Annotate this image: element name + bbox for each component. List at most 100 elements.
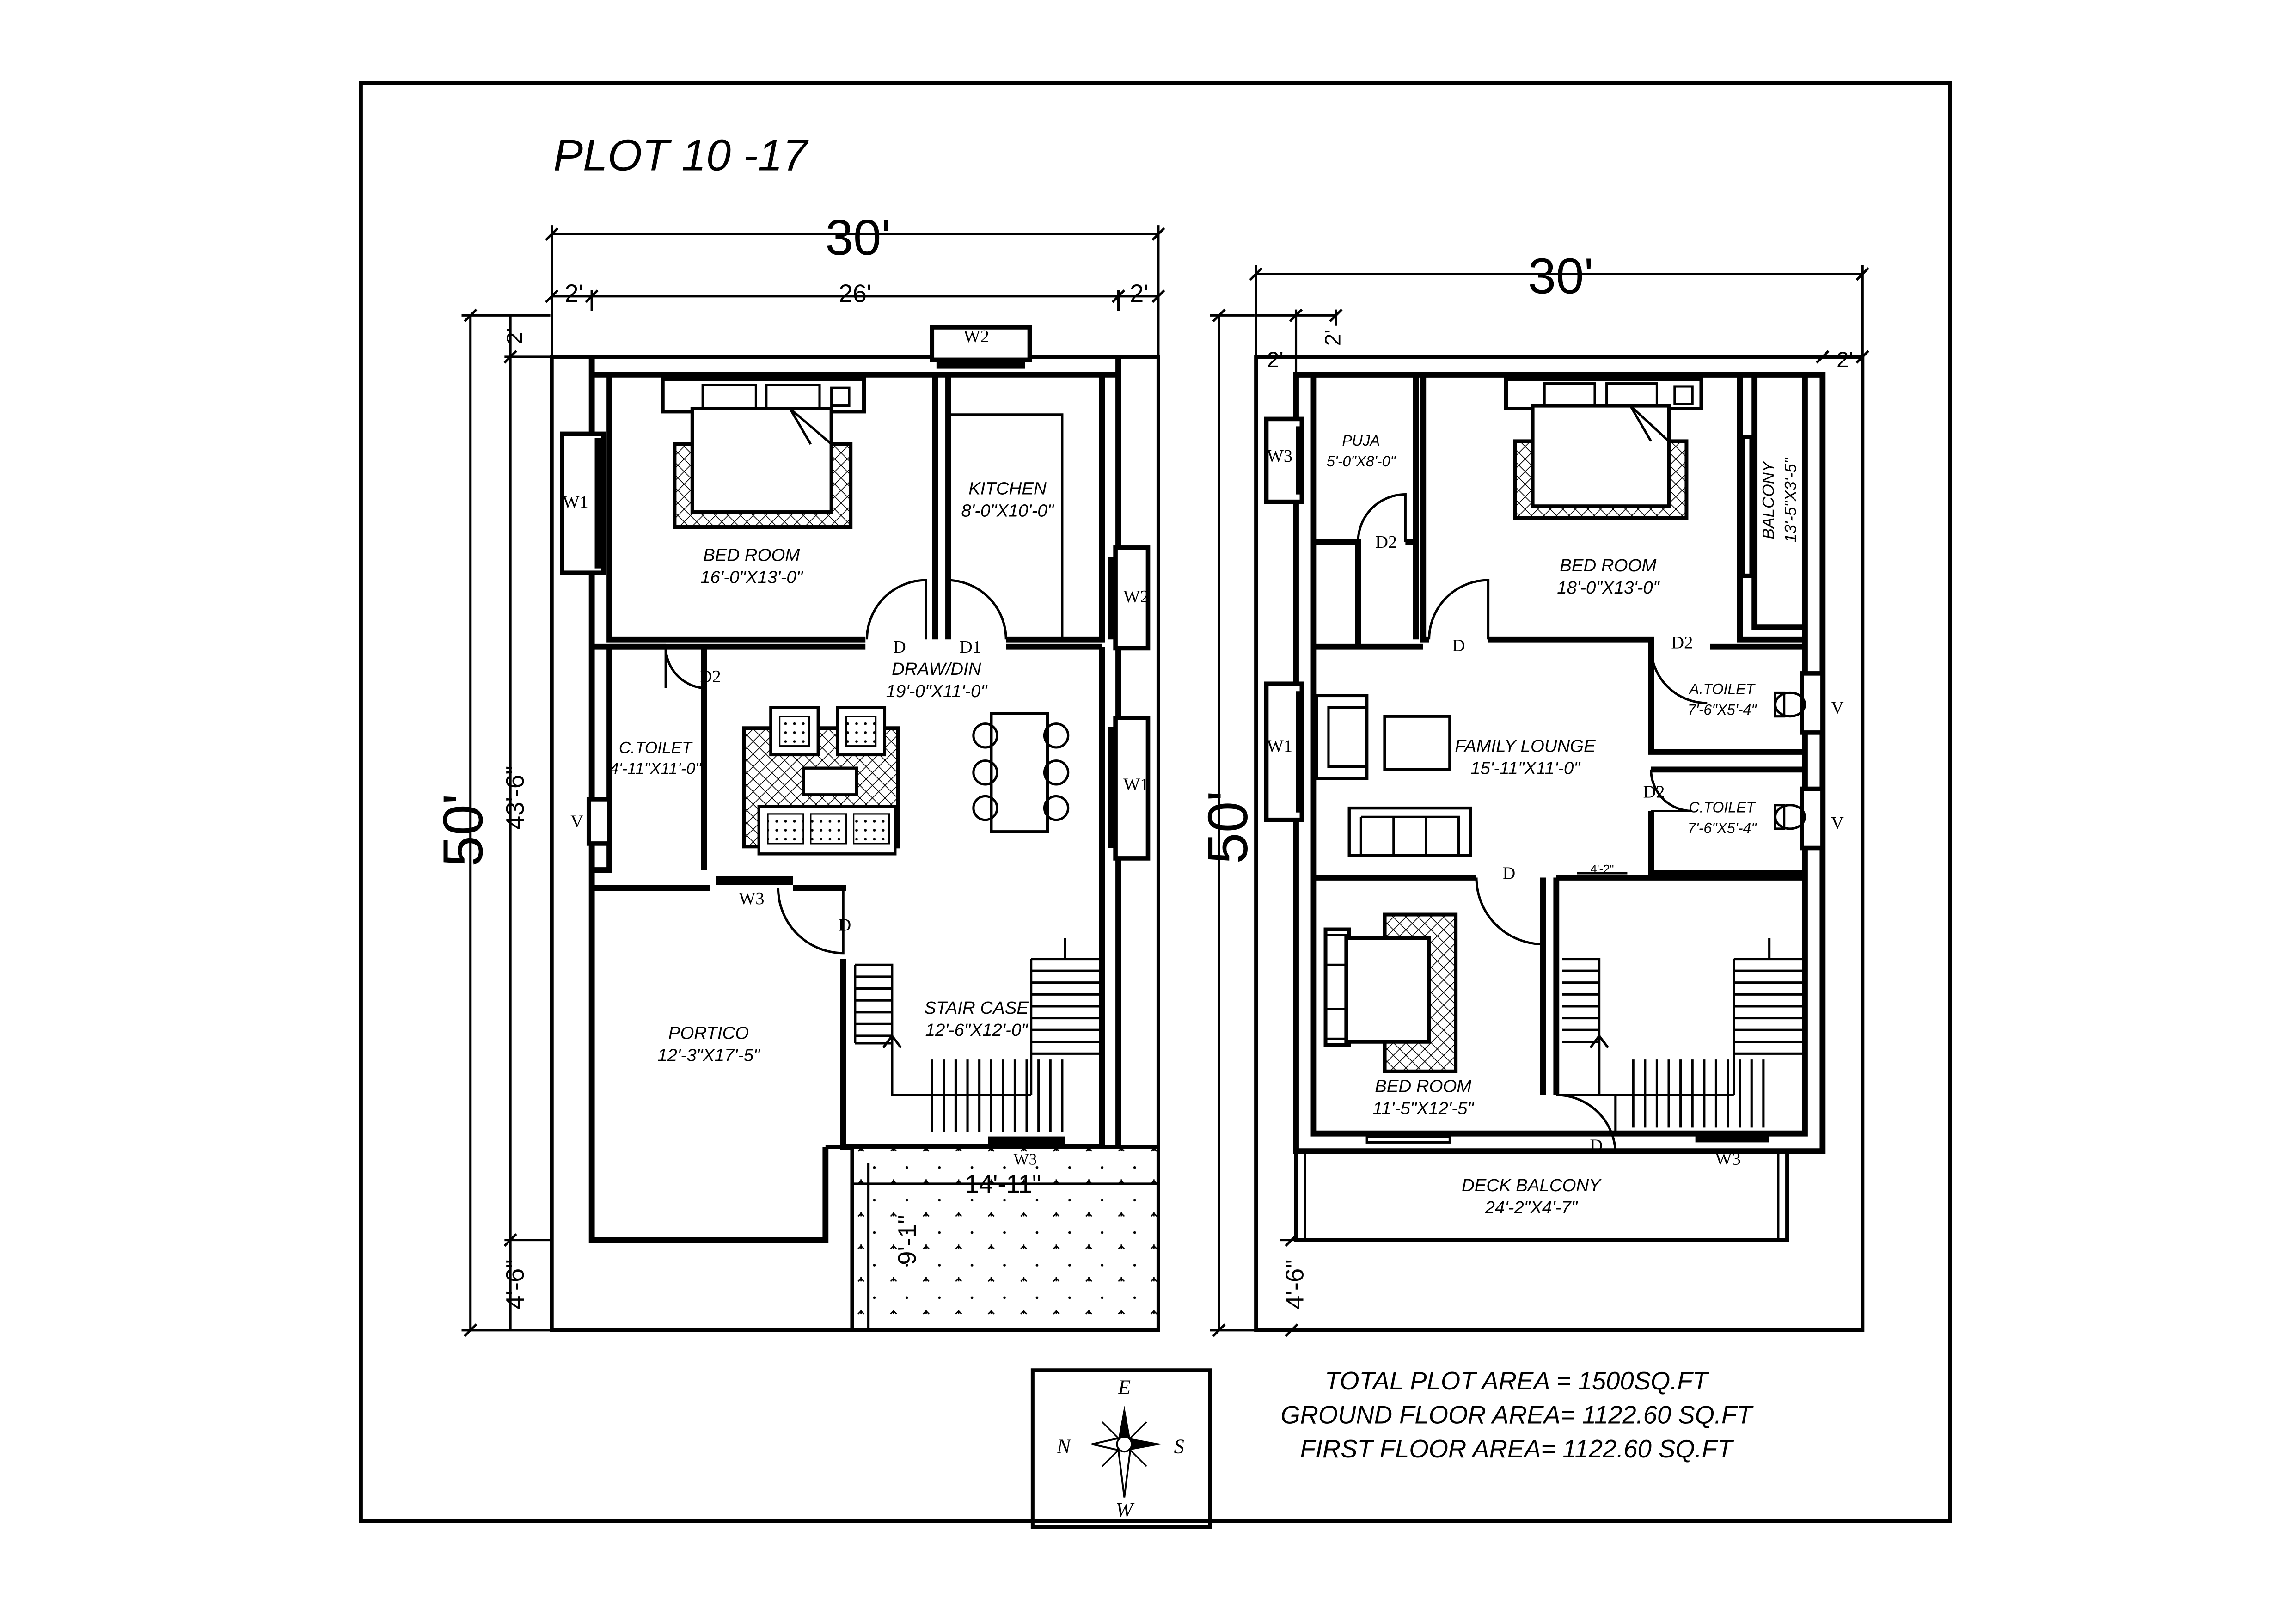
ff-label-vent-ctoilet: V: [1831, 814, 1844, 833]
ff-dim-left-setback-b: 2': [1321, 329, 1346, 346]
gf-window-w3-bottom: [988, 1136, 1065, 1145]
ff-deck-balcony: [1294, 1151, 1789, 1242]
ff-balcony-name: BALCONY: [1759, 460, 1777, 539]
gf-label-w3-mid: W3: [739, 889, 764, 908]
ff-bed2: [1344, 936, 1431, 1044]
gf-label-w1-left: W1: [563, 492, 588, 512]
gf-dim-inner-depth: 43'-6": [501, 765, 529, 830]
gf-label-door-stair: D: [839, 916, 851, 935]
ff-plot-boundary: [1254, 355, 1865, 1332]
gf-dim-overall-depth: 50': [431, 794, 494, 867]
ff-staircase: [1562, 938, 1805, 1128]
gf-ctoilet-size: 4'-11"X11'-0": [610, 759, 702, 777]
ff-balcony-railing: [1740, 435, 1754, 578]
gf-coffee-table: [802, 766, 858, 796]
ff-lower-partitions: [1313, 875, 1805, 1095]
ff-label-door-ctoilet: D2: [1643, 783, 1665, 802]
first-floor-plan: 30' 2' 2' 2' 50' 4'-6" 4'-2" PUJA 5'-0"X…: [1196, 248, 1869, 1337]
compass-label-bottom: W: [1116, 1498, 1135, 1521]
gf-bedroom-kitchen-walls: [606, 374, 1105, 643]
gf-dim-top-setback: 2': [503, 328, 527, 344]
compass-label-right: S: [1174, 1434, 1184, 1457]
gf-dim-right-setback: 2': [1130, 280, 1149, 308]
ff-label-vent-atoilet: V: [1831, 698, 1844, 717]
compass-label-top: E: [1118, 1375, 1131, 1398]
ff-label-door-bedroom: D: [1452, 636, 1465, 655]
plot-title: PLOT 10 -17: [553, 131, 809, 180]
gf-door-stair: [777, 888, 845, 955]
area-total: TOTAL PLOT AREA = 1500SQ.FT: [1325, 1367, 1710, 1395]
area-ground: GROUND FLOOR AREA= 1122.60 SQ.FT: [1280, 1401, 1754, 1429]
ground-floor-plan: 30' 2' 26' 2' 50' 2' 43'-6" 4'-6" 14'-11…: [431, 209, 1165, 1337]
ff-lounge-size: 15'-11"X11'-0": [1470, 758, 1581, 778]
ff-label-door-deck: D: [1590, 1136, 1603, 1156]
ff-lounge-name: FAMILY LOUNGE: [1455, 736, 1596, 756]
gf-ctoilet-name: C.TOILET: [619, 739, 693, 757]
ff-deck-size: 24'-2"X4'-7": [1484, 1198, 1578, 1218]
gf-label-w2-right: W2: [1123, 587, 1149, 606]
ff-door-bedroom: [1428, 579, 1490, 640]
gf-drawdin-size: 19'-0"X11'-0": [886, 681, 988, 701]
ff-window-w3-bottom: [1695, 1133, 1769, 1143]
sheet-border: [359, 81, 1952, 1523]
ff-bedroom2-size: 11'-5"X12'-5": [1373, 1099, 1475, 1119]
gf-toilet-walls: [592, 643, 707, 873]
ff-lounge-table: [1383, 715, 1451, 771]
ff-puja-name: PUJA: [1342, 432, 1380, 449]
ff-ctoilet-walls: [1648, 766, 1805, 876]
ff-balcony-walls: [1710, 374, 1805, 650]
ff-label-w1-left: W1: [1267, 736, 1292, 756]
ff-label-door-puja: D2: [1375, 533, 1397, 552]
gf-label-door-toilet: D2: [699, 667, 721, 686]
ff-dim-overall-width: 30': [1528, 248, 1594, 304]
gf-bedroom-name: BED ROOM: [703, 545, 800, 565]
ff-label-door-atoilet: D2: [1671, 633, 1693, 652]
gf-label-vent: V: [570, 812, 583, 832]
ff-door-bedroom2: [1475, 877, 1543, 946]
gf-door-bedroom: [865, 579, 928, 640]
gf-kitchen-counter: [948, 413, 1064, 640]
ff-lamp-icon: [1673, 385, 1694, 405]
gf-dimensions: [461, 225, 1165, 1337]
gf-portico-name: PORTICO: [668, 1023, 749, 1043]
gf-dim-parking-width: 14'-11": [965, 1170, 1041, 1198]
ff-atoilet-name: A.TOILET: [1688, 681, 1756, 698]
gf-door-kitchen: [948, 579, 1007, 640]
ff-ctoilet-size: 7'-6"X5'-4": [1688, 820, 1757, 837]
ff-ctoilet-name: C.TOILET: [1689, 799, 1757, 816]
gf-window-w3-mid: [716, 876, 793, 885]
gf-staircase: [854, 938, 1102, 1132]
gf-lamp-icon: [830, 386, 851, 407]
ff-lounge-sofa: [1347, 806, 1472, 857]
ff-dim-right-setback: 2': [1837, 348, 1853, 372]
ff-dim-left-setback-a: 2': [1267, 348, 1284, 372]
gf-kitchen-name: KITCHEN: [968, 479, 1047, 499]
ff-door-atoilet: [1650, 647, 1708, 704]
gf-label-door-kitchen: D1: [960, 637, 981, 657]
gf-dim-parking-depth: 9'-1": [893, 1215, 921, 1265]
ff-bedroom1-name: BED ROOM: [1560, 556, 1656, 575]
ff-dim-bottom-setback: 4'-6": [1281, 1259, 1309, 1309]
ff-deck-name: DECK BALCONY: [1462, 1175, 1602, 1195]
gf-parking-area: [850, 1145, 1160, 1332]
ff-label-door-bedroom2: D: [1503, 864, 1516, 883]
gf-label-w3-bottom: W3: [1013, 1150, 1037, 1168]
gf-dim-overall-width: 30': [825, 209, 891, 266]
area-first: FIRST FLOOR AREA= 1122.60 SQ.FT: [1300, 1435, 1734, 1463]
gf-staircase-size: 12'-6"X12'-0": [925, 1020, 1029, 1040]
ff-dim-overall-depth: 50': [1196, 790, 1259, 863]
gf-dim-left-setback: 2': [564, 280, 583, 308]
compass-box: E W N S: [1030, 1368, 1212, 1529]
ff-door-deck: [1556, 1094, 1617, 1154]
ff-door-puja: [1357, 493, 1407, 542]
gf-kitchen-size: 8'-0"X10'-0": [961, 501, 1055, 521]
ff-bedroom1-size: 18'-0"X13'-0": [1557, 578, 1660, 598]
gf-label-w2-top: W2: [964, 327, 989, 346]
gf-portico-size: 12'-3"X17'-5": [657, 1045, 761, 1065]
gf-door-toilet: [664, 647, 707, 690]
gf-window-w2-top: [930, 325, 1032, 362]
gf-window-toilet: [586, 797, 612, 846]
gf-drawdin-name: DRAW/DIN: [892, 659, 981, 679]
ff-bedroom2-name: BED ROOM: [1375, 1077, 1471, 1096]
ff-puja-size: 5'-0"X8'-0": [1327, 453, 1396, 470]
